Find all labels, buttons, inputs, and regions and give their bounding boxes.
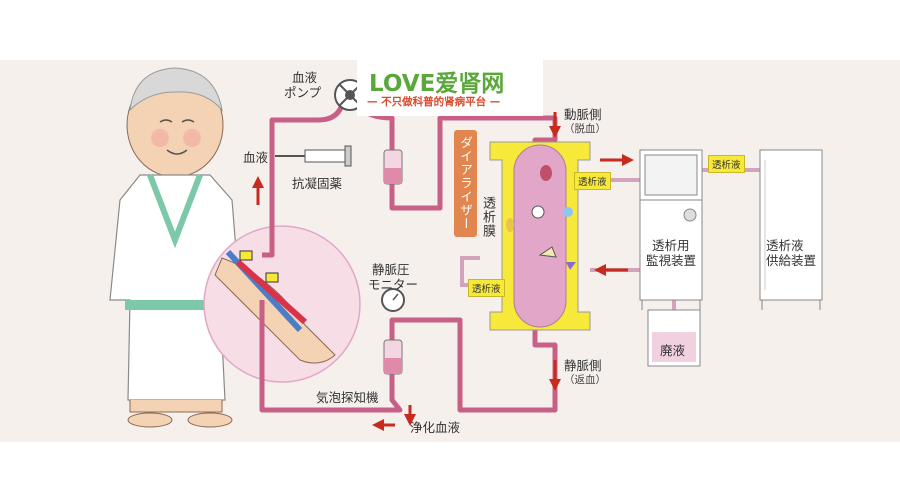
dialyzer — [489, 141, 591, 331]
dialysate-tag-supply: 透析液 — [708, 155, 745, 173]
arterial-side-sub: （脱血） — [564, 123, 606, 135]
brand-logo: LOVE爱肾网 — 不只做科普的肾病平台 — — [357, 60, 543, 116]
anticoagulant-syringe — [275, 145, 352, 167]
blood-pump-label-1: 血液 — [292, 70, 318, 85]
waste-container — [647, 309, 701, 367]
dialyzer-label: ダイアライザー — [454, 130, 477, 237]
blood-label: 血液 — [243, 150, 269, 165]
venous-monitor-label-2: モニター — [368, 277, 419, 292]
brand-tagline: — 不只做科普的肾病平台 — — [367, 96, 501, 108]
blood-pump-label-2: ポンプ — [284, 85, 322, 100]
monitor-label-1: 透析用 — [652, 238, 690, 253]
venous-side-label: 静脈側 — [564, 358, 602, 373]
dialysate-tag-in: 透析液 — [468, 279, 505, 297]
purified-blood-label: 浄化血液 — [410, 420, 461, 435]
monitor-label-2: 監視装置 — [646, 253, 697, 268]
brand-name: LOVE爱肾网 — [369, 71, 505, 97]
dialysis-monitor — [639, 149, 703, 310]
anticoagulant-label: 抗凝固薬 — [292, 176, 343, 191]
venous-chamber — [381, 288, 405, 375]
venous-side-sub: （返血） — [564, 374, 606, 386]
bubble-detector-label: 気泡探知機 — [316, 390, 379, 405]
arm-closeup — [203, 225, 361, 383]
dialysate-supply-unit — [759, 149, 823, 310]
waste-label: 廃液 — [660, 343, 686, 358]
flow-arrows — [252, 112, 634, 431]
venous-monitor-label-1: 静脈圧 — [372, 262, 410, 277]
supply-label-1: 透析液 — [766, 238, 804, 253]
supply-label-2: 供給装置 — [766, 253, 817, 268]
patient-figure — [109, 67, 241, 428]
dialysate-tag-out: 透析液 — [574, 172, 611, 190]
membrane-label: 透析膜 — [480, 196, 495, 238]
arterial-side-label: 動脈側 — [564, 107, 602, 122]
arterial-chamber — [383, 149, 403, 185]
